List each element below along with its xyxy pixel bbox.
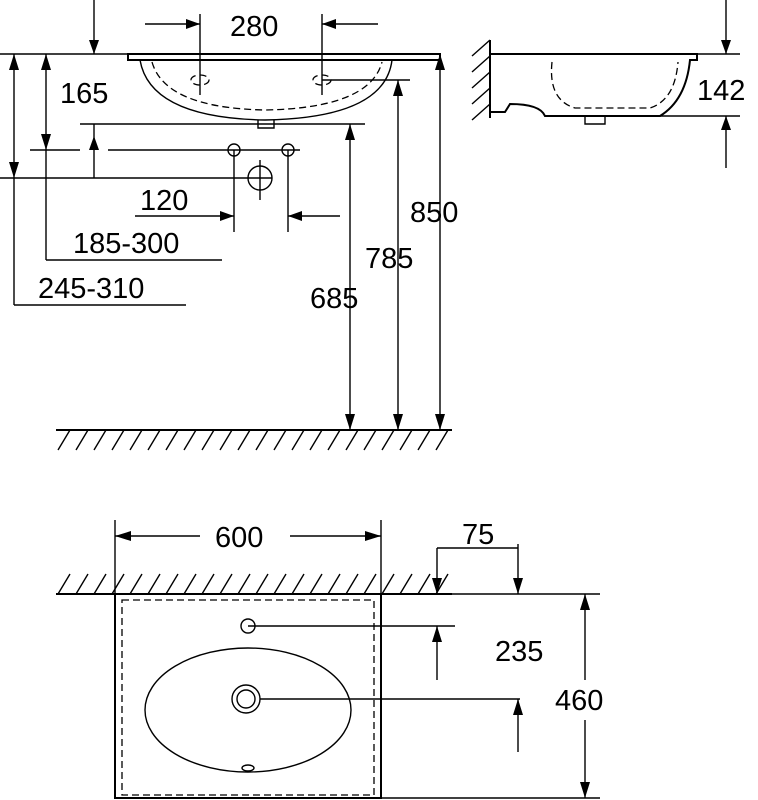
top-basin-dashed [121,599,375,796]
top-drain-outer [231,684,261,714]
dim-range-b: 245-310 [38,273,144,305]
dim-profile-depth: 142 [697,75,745,107]
profile-view: 142 [471,0,745,168]
wall-hatch [471,39,491,121]
dim-depth: 460 [555,685,603,717]
floor-hatch [57,429,449,451]
dim-range-a: 185-300 [73,228,179,260]
basin-inner [151,61,383,111]
basin-profile [490,53,698,117]
dim-pipe-spacing: 120 [140,185,188,217]
dim-tap-spacing: 280 [230,11,278,43]
front-view: 280 165 120 185-300 [0,0,458,451]
top-basin-outline [114,593,382,799]
dim-tap-offset: 235 [495,636,543,668]
basin-profile-inner [550,61,679,109]
dim-rim-height: 785 [365,243,413,275]
top-view: 600 75 235 460 [56,519,603,799]
dim-bottom-height: 685 [310,283,358,315]
dim-width: 600 [215,522,263,554]
top-drain-inner [236,689,256,709]
basin-bowl [139,59,393,121]
top-bowl [144,647,352,773]
basin-rim [127,53,441,61]
dim-back-offset: 75 [462,519,494,551]
top-overflow [241,764,255,772]
dim-total-height: 850 [410,197,458,229]
top-wall-hatch [57,573,449,595]
dim-back-height: 165 [60,78,108,110]
